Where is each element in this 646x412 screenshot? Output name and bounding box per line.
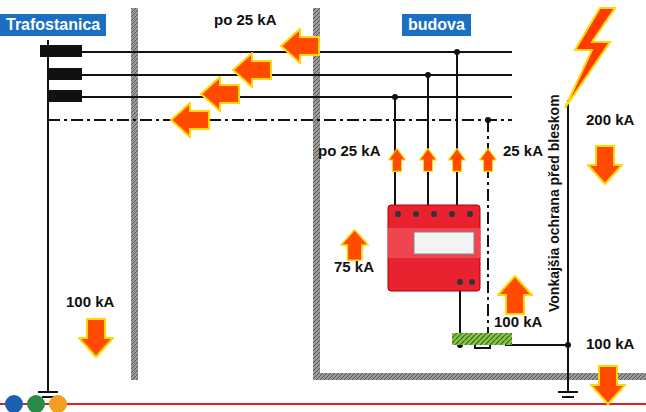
current-label: 25 kA bbox=[503, 143, 543, 160]
vertical-label: Vonkajšia ochrana před bleskom bbox=[547, 94, 562, 312]
area-label: Trafostanica bbox=[0, 14, 106, 36]
area-name: Trafostanica bbox=[6, 16, 100, 33]
current-label: 100 kA bbox=[66, 294, 114, 311]
current-label: po 25 kA bbox=[318, 143, 381, 160]
area-name: budova bbox=[408, 16, 465, 33]
current-label: 200 kA bbox=[586, 112, 634, 129]
area-label: budova bbox=[402, 14, 471, 36]
current-label: po 25 kA bbox=[214, 12, 277, 29]
current-label: 100 kA bbox=[494, 314, 542, 331]
current-label: 75 kA bbox=[334, 259, 374, 276]
current-label: 100 kA bbox=[586, 336, 634, 353]
